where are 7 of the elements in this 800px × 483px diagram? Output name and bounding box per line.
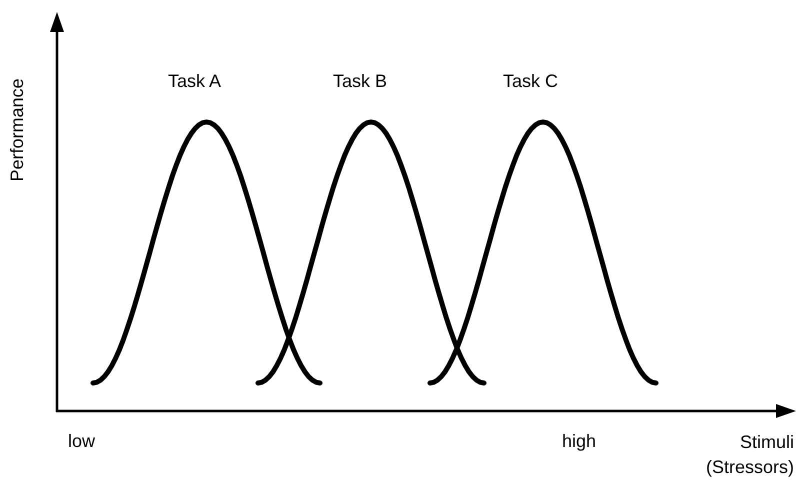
axis-label: high <box>562 430 596 452</box>
curve-label: Task B <box>333 70 388 92</box>
axis-title: Performance <box>6 78 28 182</box>
curve-label: Task A <box>168 70 222 92</box>
axis-label: low <box>68 430 96 452</box>
curve-label: Task C <box>503 70 558 92</box>
axis-title: Stimuli (Stressors) <box>704 431 794 479</box>
